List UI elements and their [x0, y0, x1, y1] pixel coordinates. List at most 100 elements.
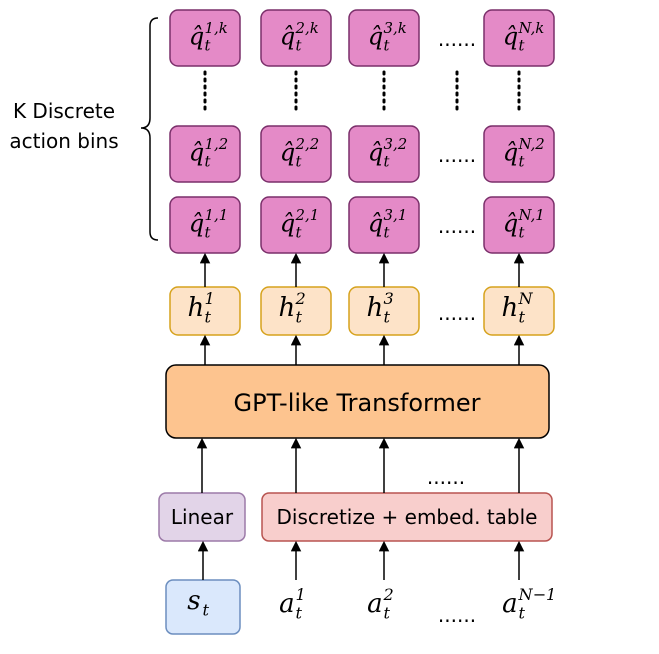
discretize-label: Discretize + embed. table [277, 505, 538, 529]
q-cell-2-1 [169, 125, 241, 183]
state-input-math-sub: t [202, 601, 209, 620]
q-label-1-2-sub: t [296, 223, 302, 241]
q-label-2-3-sup: 3,2 [384, 135, 408, 153]
hidden-state-label-4-base: h [502, 293, 519, 323]
q-cell-3-3 [348, 9, 420, 67]
action-input-1-sub: t [295, 604, 302, 623]
q-row-ellipsis-1: ...... [438, 214, 476, 238]
q-label-1-2: q̂t2,1 [280, 206, 319, 241]
q-label-3-4: q̂tN,k [503, 19, 544, 54]
q-label-2-1: q̂t1,2 [189, 135, 228, 170]
action-input-2-base: a [367, 589, 383, 619]
q-label-2-4: q̂tN,2 [503, 135, 545, 170]
action-input-3-sup: N−1 [517, 585, 556, 604]
linear-label: Linear [171, 505, 234, 529]
q-label-2-4-sub: t [519, 152, 525, 170]
q-label-1-1-sub: t [205, 223, 211, 241]
q-label-2-4-sup: N,2 [518, 135, 545, 153]
q-label-3-3-sup: 3,k [384, 19, 407, 37]
q-label-1-2-sup: 2,1 [295, 206, 320, 224]
action-input-2-sup: 2 [382, 585, 393, 604]
q-label-1-1-base: q̂ [189, 209, 204, 237]
q-label-2-1-sub: t [205, 152, 211, 170]
q-label-3-1: q̂t1,k [189, 19, 228, 54]
q-label-1-3: q̂t3,1 [368, 206, 407, 241]
q-label-3-4-sub: t [519, 36, 525, 54]
q-label-3-2-sup: 2,k [295, 19, 319, 37]
q-label-1-3-sup: 3,1 [384, 206, 408, 224]
hidden-state-label-4-sup: N [517, 289, 533, 308]
q-label-1-4: q̂tN,1 [503, 206, 545, 241]
q-cell-2-4 [483, 125, 555, 183]
hidden-state-label-1-base: h [188, 293, 205, 323]
q-cell-3-4 [483, 9, 555, 67]
q-label-1-1: q̂t1,1 [189, 206, 228, 241]
q-label-2-3-base: q̂ [368, 138, 383, 166]
hidden-state-label-3-sup: 3 [383, 289, 393, 308]
hidden-state-label-2-sub: t [295, 308, 302, 327]
bins-brace [140, 17, 159, 241]
q-label-2-4-base: q̂ [503, 138, 518, 166]
q-label-3-3-sub: t [384, 36, 390, 54]
q-label-1-4-base: q̂ [503, 209, 518, 237]
action-input-1-sup: 1 [295, 585, 305, 604]
q-label-1-3-sub: t [384, 223, 390, 241]
q-label-2-2-sup: 2,2 [295, 135, 320, 153]
q-label-2-2-base: q̂ [280, 138, 295, 166]
hidden-state-label-1-sub: t [204, 308, 211, 327]
hidden-state-label-2-sup: 2 [294, 289, 305, 308]
hidden-state-label-3-base: h [367, 293, 384, 323]
discretize-block [261, 492, 553, 542]
state-input-math-base: s [187, 586, 200, 616]
arrow-group [196, 252, 525, 580]
hidden-state-label-2-base: h [279, 293, 296, 323]
hidden-state-label-4-sub: t [518, 308, 525, 327]
action-input-3-base: a [502, 589, 518, 619]
q-row-ellipsis-2: ...... [438, 143, 476, 167]
q-cell-3-1 [169, 9, 241, 67]
q-label-3-2: q̂t2,k [280, 19, 319, 54]
q-label-3-2-sub: t [296, 36, 302, 54]
action-input-ellipsis: ...... [438, 603, 476, 627]
q-cell-2-2 [260, 125, 332, 183]
transformer-block [165, 364, 550, 439]
q-label-3-4-sup: N,k [518, 19, 545, 37]
q-label-1-4-sub: t [519, 223, 525, 241]
q-label-1-4-sup: N,1 [518, 206, 545, 224]
q-cell-3-2 [260, 9, 332, 67]
transformer-label: GPT-like Transformer [234, 389, 481, 417]
hidden-state-ellipsis: ...... [438, 301, 476, 325]
q-label-1-3-base: q̂ [368, 209, 383, 237]
q-label-2-2-sub: t [296, 152, 302, 170]
q-label-1-1-sup: 1,1 [205, 206, 229, 224]
vertical-ellipsis-group [203, 70, 521, 114]
action-input-2-sub: t [383, 604, 390, 623]
q-row-ellipsis-3: ...... [438, 27, 476, 51]
q-label-3-2-base: q̂ [280, 22, 295, 50]
hidden-state-label-1-sup: 1 [204, 289, 214, 308]
q-label-3-1-sup: 1,k [205, 19, 228, 37]
q-label-2-1-sup: 1,2 [205, 135, 229, 153]
q-label-3-4-base: q̂ [503, 22, 518, 50]
bins-label-line1: K Discrete [13, 99, 115, 123]
q-label-1-2-base: q̂ [280, 209, 295, 237]
q-label-2-3: q̂t3,2 [368, 135, 407, 170]
action-input-3-sub: t [518, 604, 525, 623]
embed-ellipsis: ...... [427, 465, 465, 489]
q-label-2-2: q̂t2,2 [280, 135, 319, 170]
hidden-state-label-3-sub: t [383, 308, 390, 327]
q-label-3-1-base: q̂ [189, 22, 204, 50]
q-label-3-1-sub: t [205, 36, 211, 54]
bins-label-line2: action bins [9, 129, 118, 153]
